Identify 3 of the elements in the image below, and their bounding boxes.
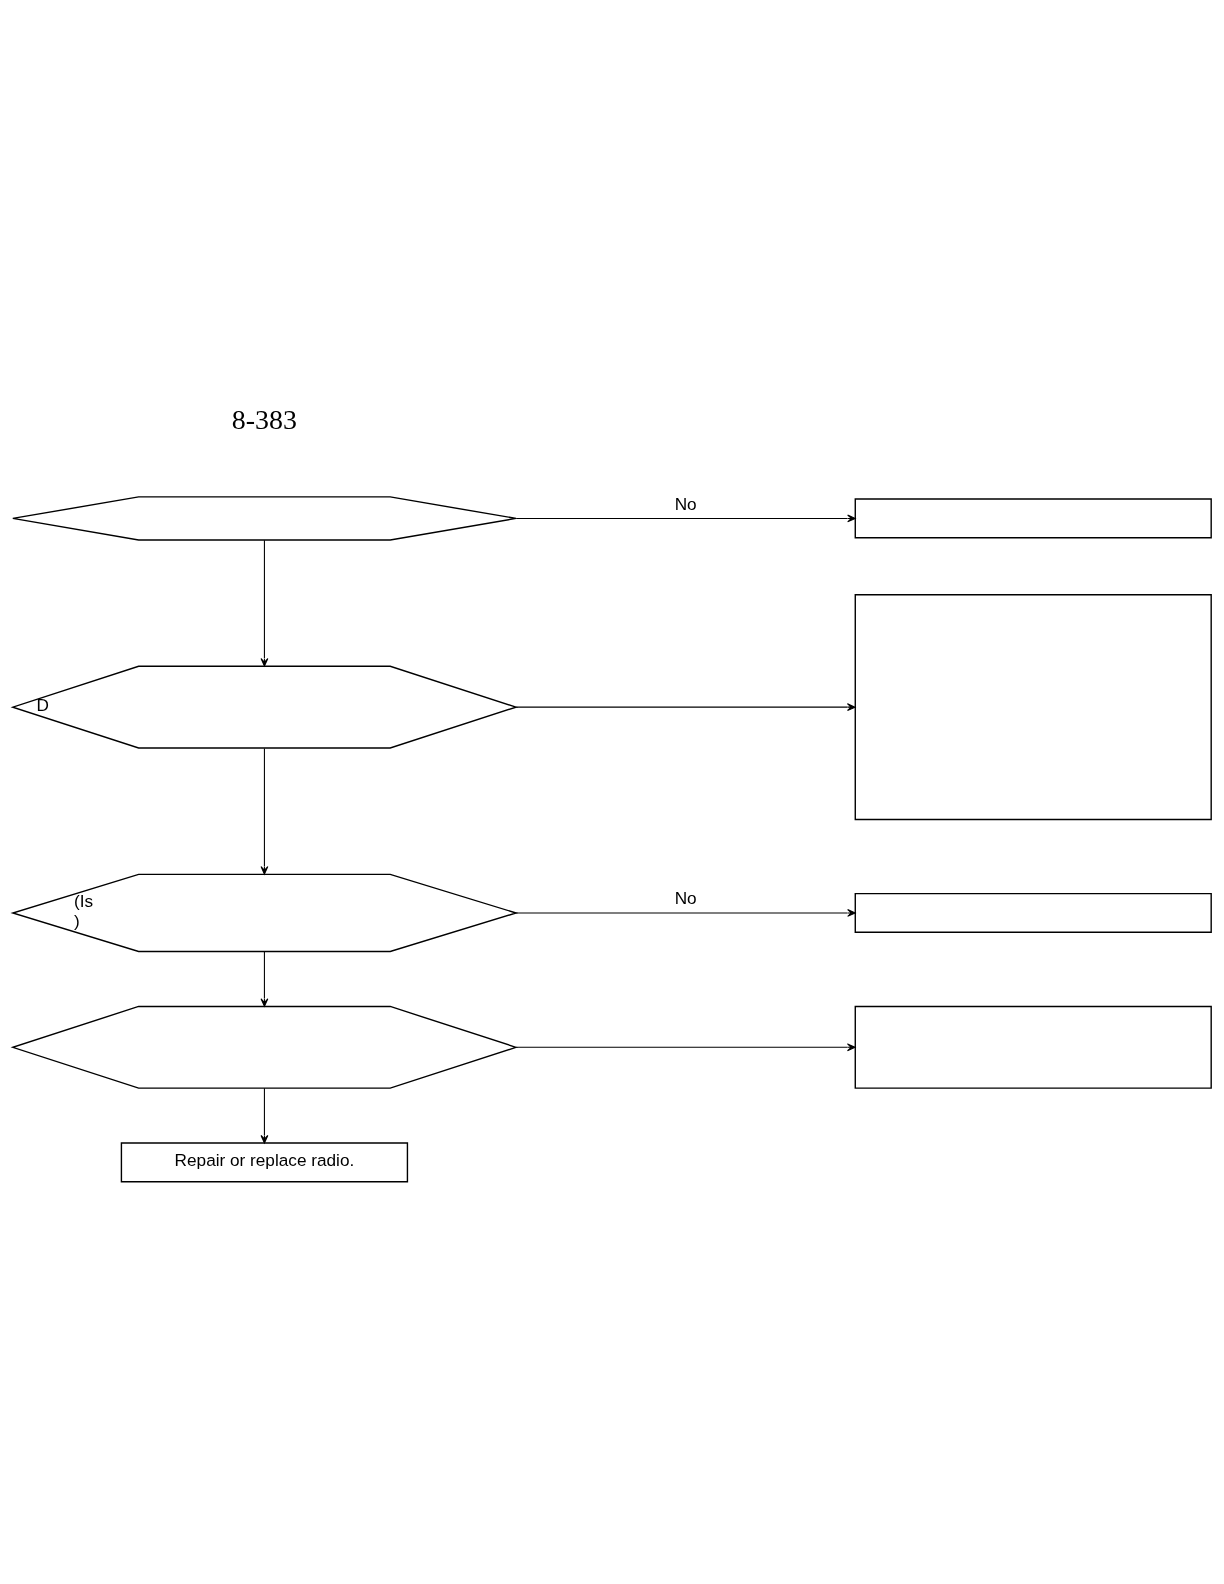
edge-label: No (674, 493, 697, 514)
label: 8-383 (231, 403, 298, 435)
edge-label: No (674, 888, 697, 909)
